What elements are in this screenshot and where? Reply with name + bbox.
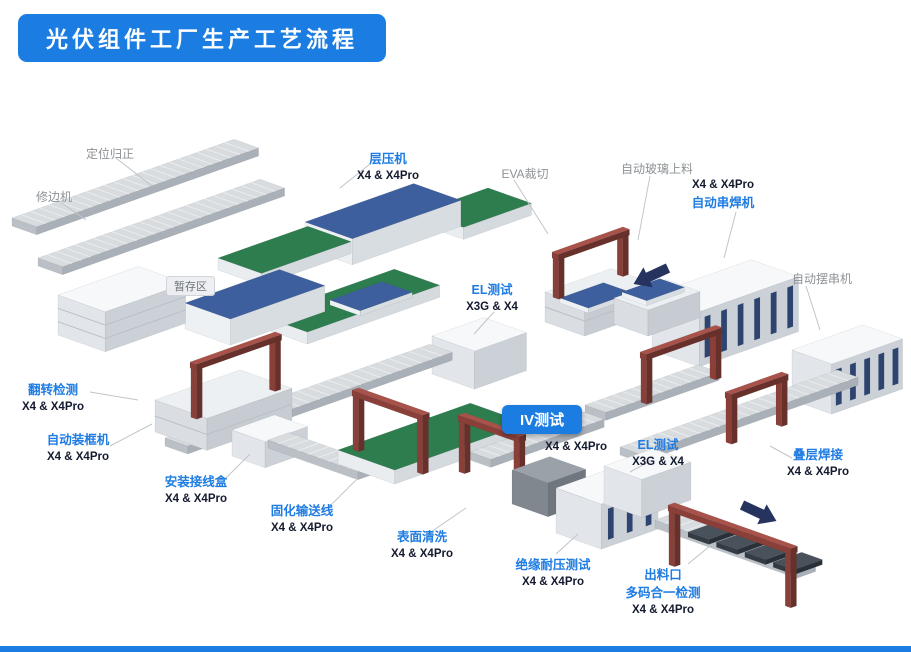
label-positioning: 定位归正 (80, 146, 140, 163)
buffer-zone-badge: 暂存区 (166, 276, 215, 296)
label-stack-welding: 叠层焊接 X4 & X4Pro (776, 446, 860, 481)
label-outlet-model: X4 & X4Pro (632, 604, 694, 617)
label-auto-stringer: X4 & X4Pro 自动串焊机 (678, 177, 768, 212)
label-flip-inspection-text: 翻转检测 (27, 383, 78, 397)
label-insulation-hipot-test: 绝缘耐压测试 X4 & X4Pro (498, 556, 608, 591)
label-auto-framing-text: 自动装框机 (46, 433, 110, 447)
label-insulation-hipot-test-text: 绝缘耐压测试 (515, 558, 591, 572)
label-eva-cutting: EVA裁切 (490, 166, 560, 183)
label-auto-framing-model: X4 & X4Pro (47, 451, 109, 464)
label-surface-cleaning: 表面清洗 X4 & X4Pro (380, 528, 464, 563)
label-iv-test-model-text: X4 & X4Pro (545, 441, 607, 453)
label-laminator: 层压机 X4 & X4Pro (348, 150, 428, 185)
label-outlet-text: 出料口 (644, 568, 682, 582)
label-surface-cleaning-text: 表面清洗 (396, 530, 447, 544)
label-el-test-2-text: EL测试 (637, 438, 679, 452)
label-curing-conveyor: 固化输送线 X4 & X4Pro (254, 502, 350, 537)
label-surface-cleaning-model: X4 & X4Pro (391, 548, 453, 561)
label-flip-inspection: 翻转检测 X4 & X4Pro (10, 381, 96, 416)
label-curing-conveyor-text: 固化输送线 (270, 504, 334, 518)
label-iv-test-model: X4 & X4Pro (534, 439, 618, 456)
label-auto-string-layup-text: 自动摆串机 (791, 272, 852, 286)
label-edge-trimmer-text: 修边机 (35, 190, 72, 204)
label-eva-cutting-text: EVA裁切 (501, 167, 549, 181)
label-positioning-text: 定位归正 (85, 147, 134, 161)
label-laminator-model: X4 & X4Pro (357, 170, 419, 183)
iv-test-badge: IV测试 (502, 405, 583, 434)
label-outlet-multicode-check: 出料口 多码合一检测 X4 & X4Pro (608, 566, 718, 619)
flow-arrow-down-left (633, 263, 671, 288)
label-junction-box-install-text: 安装接线盒 (164, 475, 228, 489)
label-junction-box-install: 安装接线盒 X4 & X4Pro (148, 473, 244, 508)
label-laminator-text: 层压机 (369, 152, 407, 166)
label-auto-glass-loading-text: 自动玻璃上料 (620, 162, 693, 176)
label-el-test-2-model: X3G & X4 (632, 456, 684, 469)
label-stack-welding-text: 叠层焊接 (792, 448, 843, 462)
label-curing-conveyor-model: X4 & X4Pro (271, 522, 333, 535)
label-auto-stringer-text: 自动串焊机 (691, 195, 755, 210)
label-auto-string-layup: 自动摆串机 (782, 271, 862, 288)
label-el-test-2: EL测试 X3G & X4 (622, 436, 694, 471)
bottom-accent-bar (0, 646, 911, 652)
label-el-test-1: EL测试 X3G & X4 (456, 281, 528, 316)
label-auto-glass-loading: 自动玻璃上料 (612, 161, 702, 178)
label-stack-welding-model: X4 & X4Pro (787, 466, 849, 479)
label-multicode-check-text: 多码合一检测 (625, 586, 701, 601)
label-el-test-1-model: X3G & X4 (466, 301, 518, 314)
page-title: 光伏组件工厂生产工艺流程 (18, 14, 387, 62)
label-flip-inspection-model: X4 & X4Pro (22, 401, 84, 414)
label-el-test-1-text: EL测试 (471, 283, 513, 297)
label-auto-framing: 自动装框机 X4 & X4Pro (30, 431, 126, 466)
label-edge-trimmer: 修边机 (28, 189, 80, 206)
flow-arrow-down-right (739, 500, 777, 525)
label-auto-stringer-model: X4 & X4Pro (692, 179, 754, 191)
label-insulation-hipot-test-model: X4 & X4Pro (522, 576, 584, 589)
label-junction-box-install-model: X4 & X4Pro (165, 493, 227, 506)
